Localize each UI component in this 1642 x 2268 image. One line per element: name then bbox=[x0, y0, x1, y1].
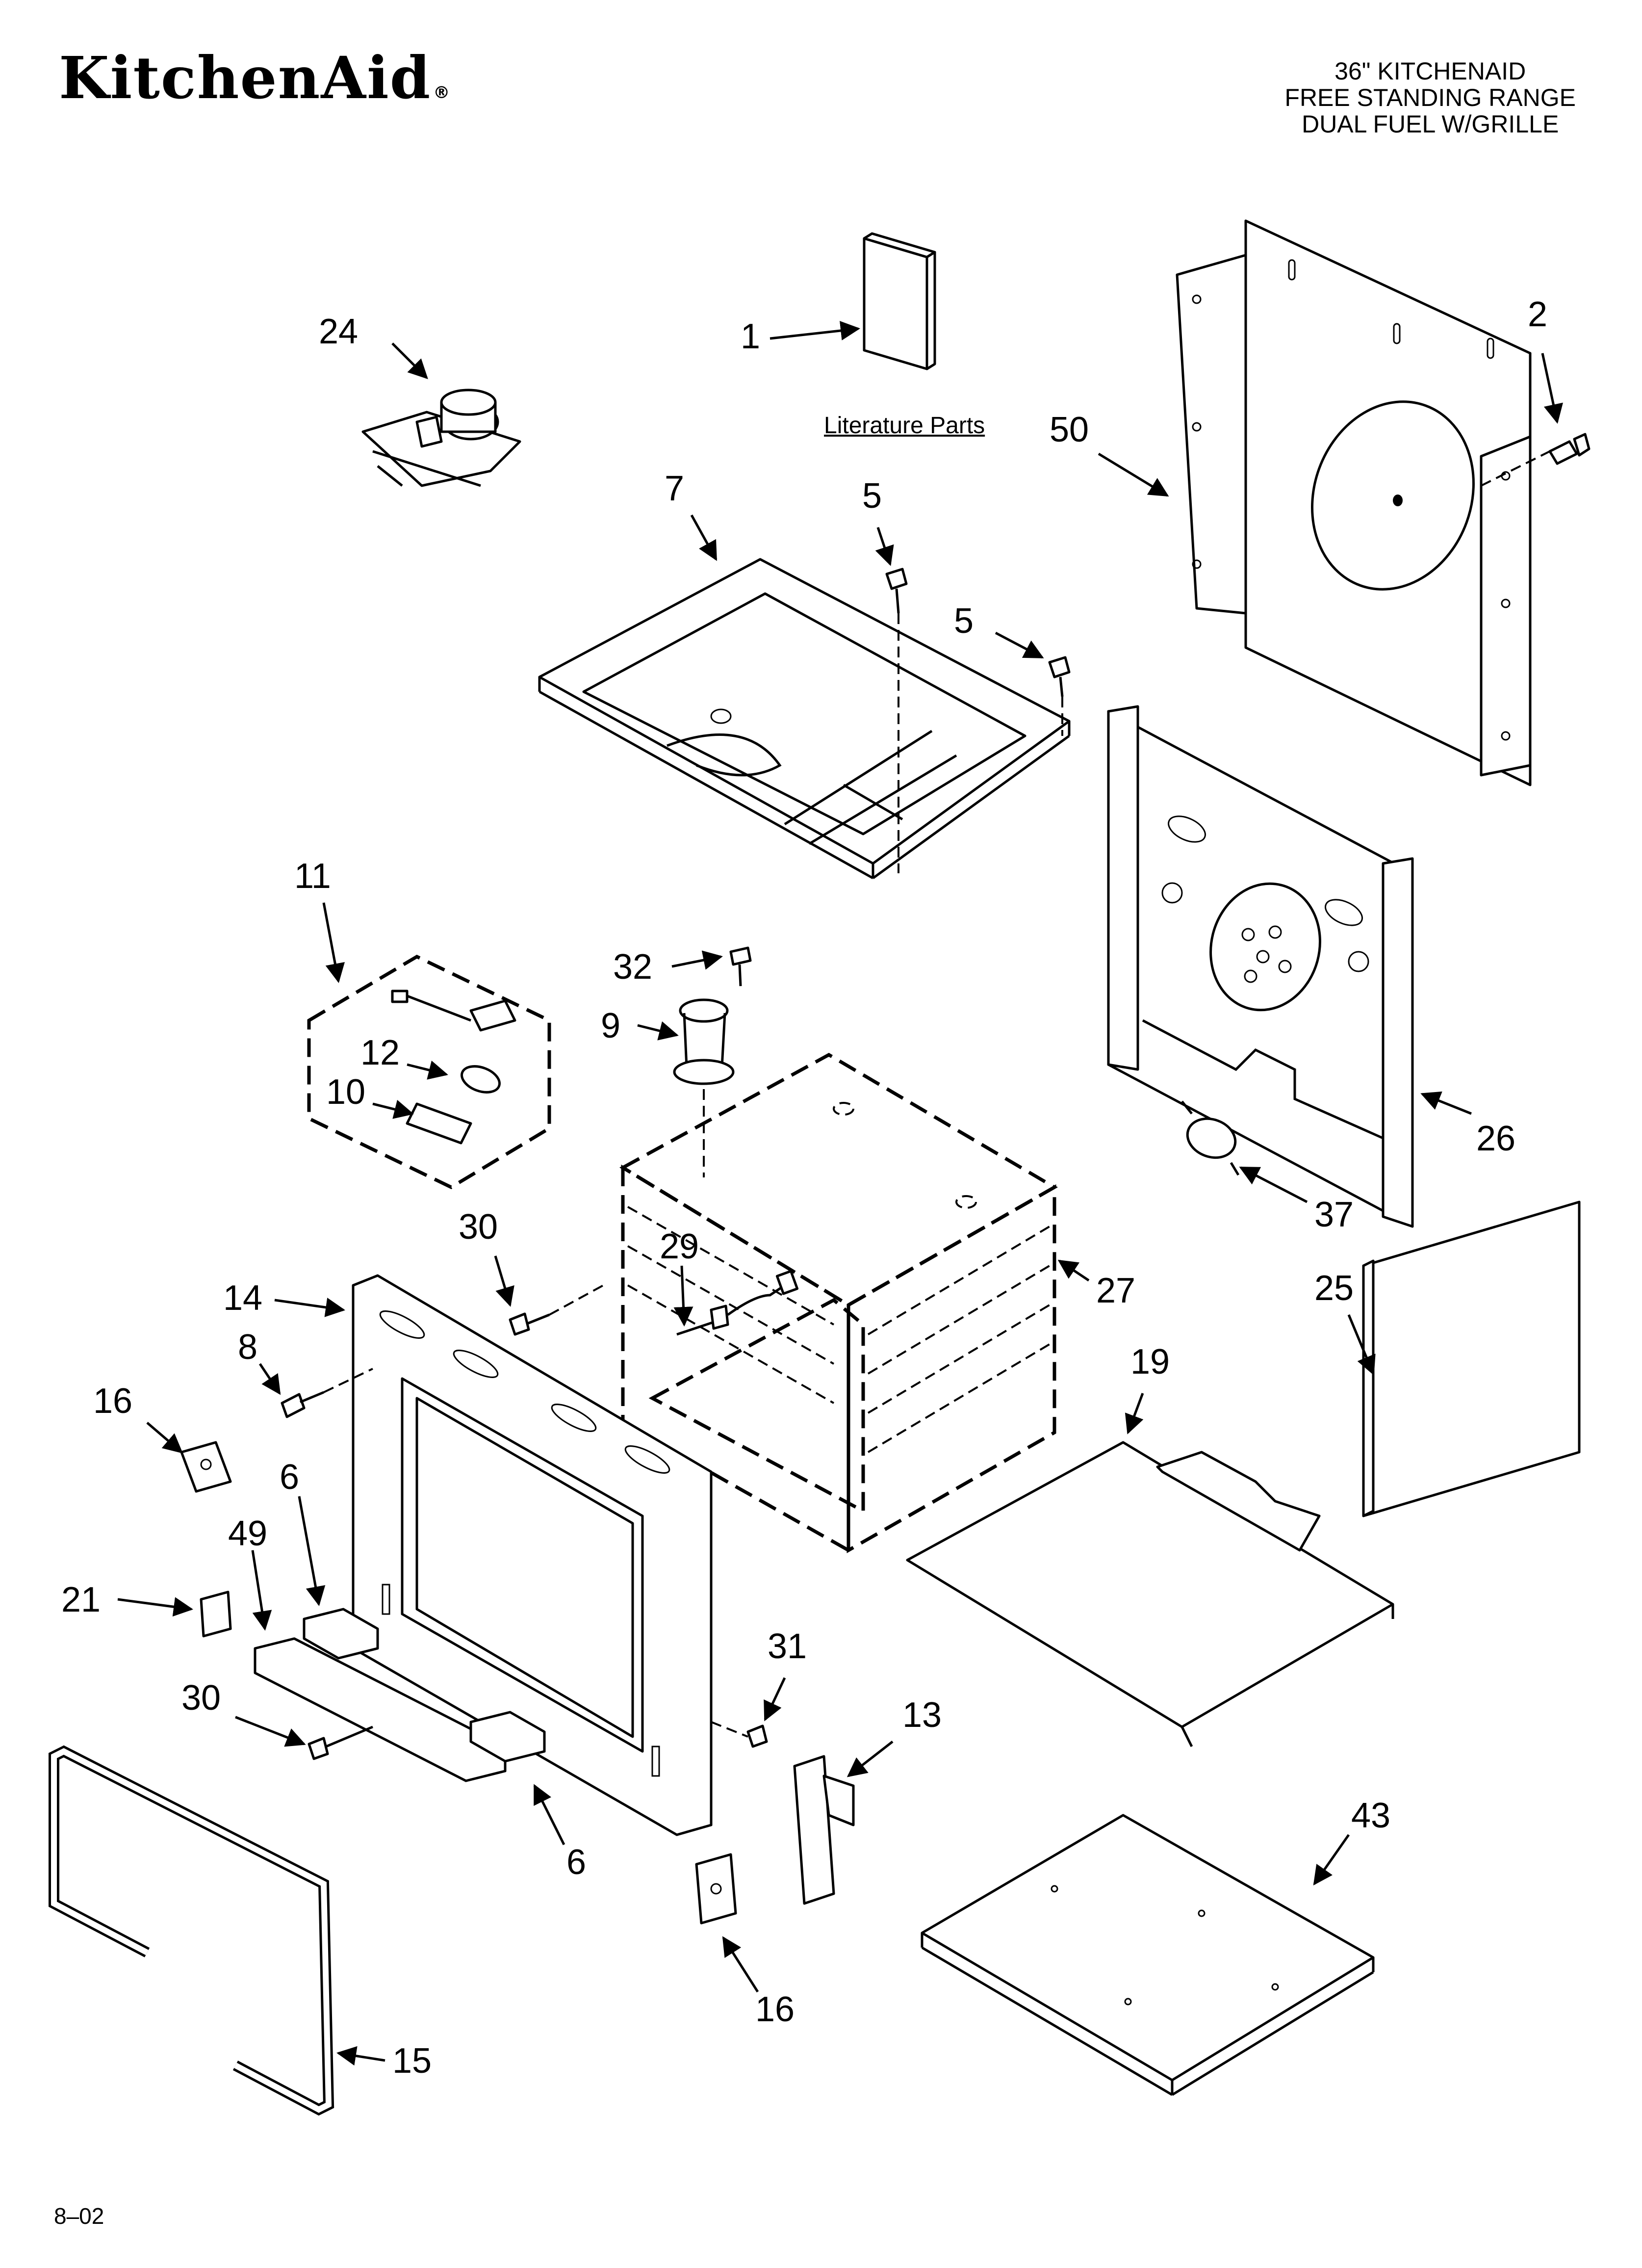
leader-lines bbox=[117, 321, 1564, 2066]
back-panel-part bbox=[1176, 219, 1560, 786]
callout-15: 15 bbox=[392, 2041, 432, 2081]
bracket-part bbox=[793, 1755, 855, 1905]
callout-8: 8 bbox=[238, 1328, 258, 1367]
callout-5-upper: 5 bbox=[862, 476, 882, 516]
callout-30-upper: 30 bbox=[459, 1207, 498, 1247]
rear-oven-panel-part bbox=[1107, 705, 1414, 1228]
oven-front-frame-part bbox=[352, 1274, 713, 1836]
thermostat-part bbox=[1181, 1100, 1240, 1176]
callout-32: 32 bbox=[613, 947, 653, 987]
title-line-1: 36" KITCHENAID bbox=[1334, 57, 1526, 85]
page-code: 8–02 bbox=[54, 2203, 104, 2229]
callout-25: 25 bbox=[1314, 1269, 1354, 1308]
callout-24: 24 bbox=[319, 312, 359, 351]
callout-37: 37 bbox=[1314, 1195, 1354, 1234]
literature-parts-label: Literature Parts bbox=[824, 413, 985, 439]
title-line-3: DUAL FUEL W/GRILLE bbox=[1302, 110, 1559, 138]
callout-14: 14 bbox=[223, 1278, 263, 1318]
callout-43: 43 bbox=[1351, 1796, 1391, 1835]
screw-part bbox=[729, 946, 752, 987]
literature-book-part bbox=[863, 232, 936, 370]
callout-1: 1 bbox=[741, 317, 761, 356]
bracket-part bbox=[180, 1441, 232, 1493]
callout-2: 2 bbox=[1528, 295, 1548, 334]
insulation-block-part bbox=[469, 1711, 546, 1763]
callout-13: 13 bbox=[902, 1695, 942, 1735]
screw-part bbox=[509, 1284, 604, 1336]
side-panel-part bbox=[1362, 1200, 1581, 1517]
callout-19: 19 bbox=[1130, 1342, 1170, 1382]
screw-part bbox=[711, 1721, 768, 1748]
callout-6-lower: 6 bbox=[566, 1843, 587, 1882]
callout-29: 29 bbox=[660, 1227, 699, 1266]
screw-part bbox=[885, 568, 908, 873]
clip-part bbox=[200, 1590, 232, 1638]
heat-shield-part bbox=[906, 1441, 1394, 1747]
callout-16-lower: 16 bbox=[755, 1990, 795, 2029]
oven-cavity-part bbox=[619, 1052, 1058, 1554]
brand-name: KitchenAid bbox=[59, 44, 432, 112]
bottom-panel-part bbox=[921, 1814, 1375, 2096]
light-kit-group bbox=[307, 955, 551, 1189]
screw-part bbox=[308, 1725, 373, 1760]
front-trim-part bbox=[254, 1637, 507, 1782]
bracket-part bbox=[695, 1853, 737, 1925]
callout-6-upper: 6 bbox=[280, 1458, 300, 1497]
callout-50: 50 bbox=[1050, 410, 1089, 449]
callout-30-lower: 30 bbox=[181, 1678, 221, 1718]
diagram-title: 36" KITCHENAID FREE STANDING RANGE DUAL … bbox=[1284, 58, 1576, 137]
callout-5-lower: 5 bbox=[954, 601, 974, 641]
callout-12: 12 bbox=[360, 1033, 400, 1072]
vent-tube-part bbox=[673, 998, 735, 1177]
callout-11: 11 bbox=[294, 857, 331, 896]
callout-26: 26 bbox=[1476, 1119, 1516, 1158]
callout-21: 21 bbox=[61, 1580, 101, 1619]
brand-logo: KitchenAid® bbox=[59, 49, 451, 107]
top-frame-part bbox=[538, 558, 1071, 880]
screw-part bbox=[1548, 433, 1591, 465]
screw-part bbox=[1048, 656, 1071, 736]
title-line-2: FREE STANDING RANGE bbox=[1284, 84, 1576, 111]
callout-31: 31 bbox=[768, 1627, 807, 1666]
door-gasket-part bbox=[49, 1745, 334, 2116]
callout-10: 10 bbox=[326, 1072, 366, 1112]
callout-49: 49 bbox=[228, 1514, 268, 1553]
screw-part bbox=[281, 1368, 373, 1418]
callout-16-left: 16 bbox=[93, 1382, 133, 1421]
oven-sensor-part bbox=[676, 1270, 799, 1336]
insulation-block-part bbox=[303, 1608, 379, 1660]
callout-9: 9 bbox=[601, 1006, 621, 1045]
switch-assembly-part bbox=[361, 389, 521, 487]
callout-7: 7 bbox=[665, 469, 685, 508]
callout-27: 27 bbox=[1096, 1271, 1136, 1310]
registered-mark: ® bbox=[433, 83, 451, 103]
